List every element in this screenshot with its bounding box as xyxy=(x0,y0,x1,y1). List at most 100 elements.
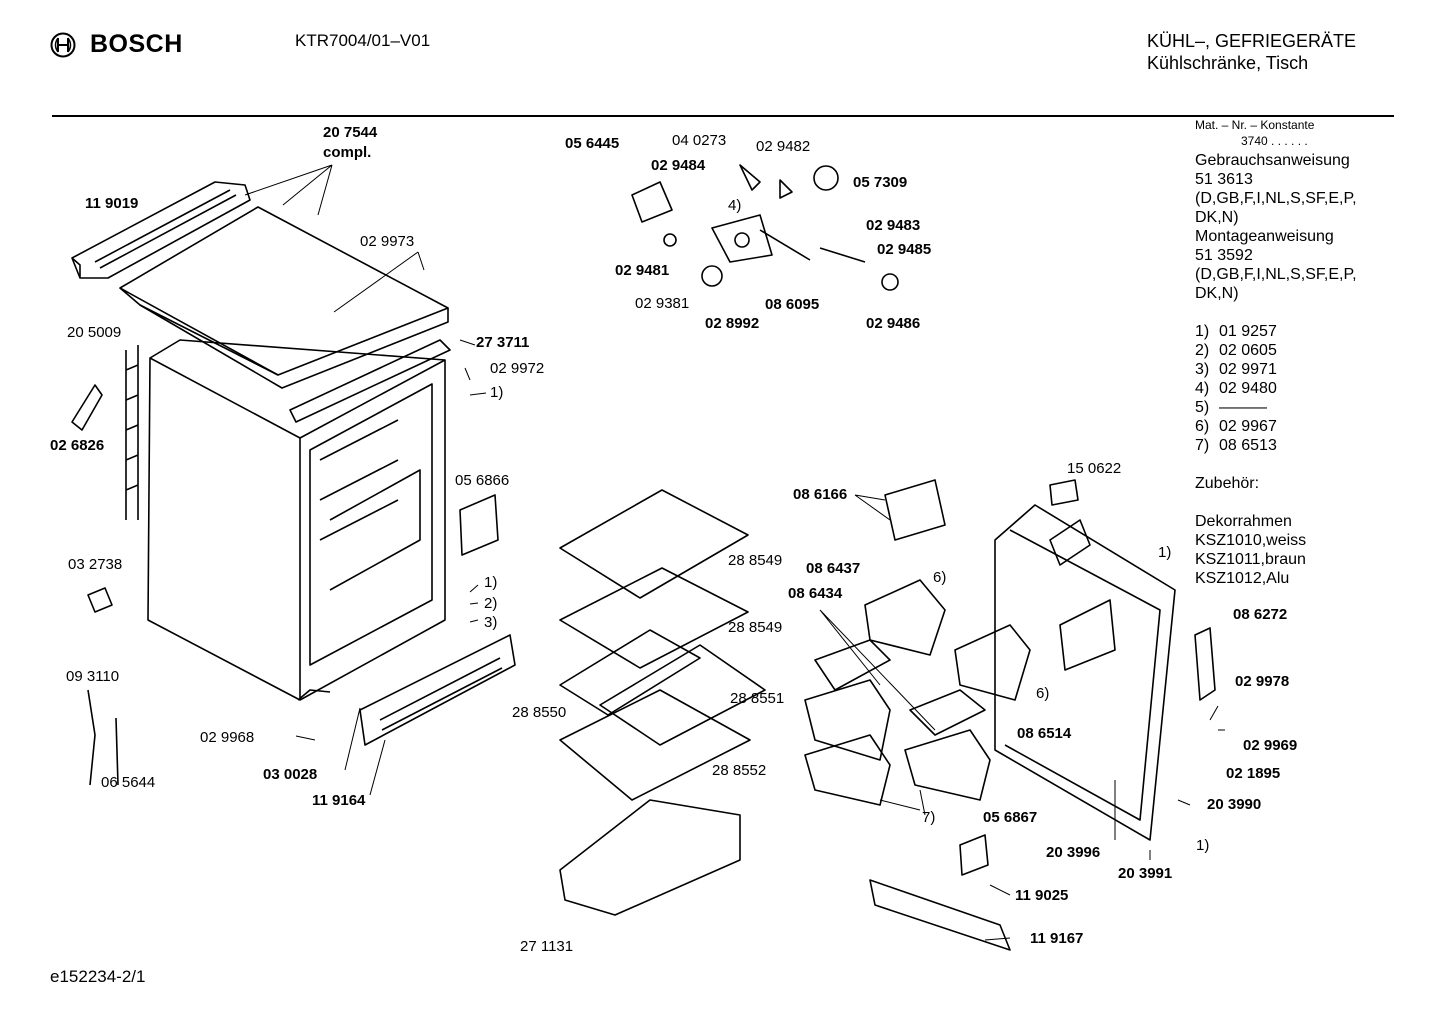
decor-title: Dekorrahmen xyxy=(1195,513,1292,530)
category-line-1: KÜHL–, GEFRIEGERÄTE xyxy=(1147,31,1357,51)
part-label: 08 6272 xyxy=(1233,606,1288,623)
part-label-compl: compl. xyxy=(323,144,372,161)
footnote-marker: 1) xyxy=(1158,544,1172,561)
legend-panel: Mat. – Nr. – Konstante 3740 . . . . . . … xyxy=(1195,118,1425,588)
part-label: 05 6445 xyxy=(565,135,620,152)
footnote-marker: 1) xyxy=(1196,837,1210,854)
shelf-clip xyxy=(959,834,989,876)
part-label: 28 8549 xyxy=(728,552,783,569)
assembly-number: 51 3592 xyxy=(1195,247,1253,264)
footnote-row: 6)02 9967 xyxy=(1195,418,1277,435)
part-label: 02 9969 xyxy=(1243,737,1298,754)
leader-lines xyxy=(244,164,1225,941)
decor-item: KSZ1012,Alu xyxy=(1195,570,1290,587)
top-rail xyxy=(289,339,451,423)
part-label: 08 6437 xyxy=(806,560,861,577)
part-label: 15 0622 xyxy=(1067,460,1122,477)
footnote-marker: 6) xyxy=(933,569,947,586)
part-label: 02 1895 xyxy=(1226,765,1281,782)
hinge-bracket xyxy=(71,384,103,431)
part-label: 02 9973 xyxy=(360,233,415,250)
footnote-row: 7)08 6513 xyxy=(1195,437,1277,454)
part-label: 02 6826 xyxy=(50,437,105,454)
assembly-languages: DK,N) xyxy=(1195,285,1239,302)
manual-languages: (D,GB,F,I,NL,S,SF,E,P, xyxy=(1195,190,1357,207)
door-compartments xyxy=(804,579,1031,806)
part-label: 02 9486 xyxy=(866,315,921,332)
cabinet-body xyxy=(147,339,446,701)
part-label: 20 5009 xyxy=(67,324,122,341)
accessories-title: Zubehör: xyxy=(1195,475,1260,492)
footnote-marker: 3) xyxy=(484,614,498,631)
footnote-marker: 2) xyxy=(484,595,498,612)
part-label: 28 8549 xyxy=(728,619,783,636)
relay-part xyxy=(87,587,113,613)
lamp-cover xyxy=(459,494,499,556)
glass-shelves xyxy=(559,489,766,801)
drawing-code: e152234-2/1 xyxy=(50,967,146,986)
part-label: 02 8992 xyxy=(705,315,760,332)
part-label: 08 6166 xyxy=(793,486,848,503)
header-divider xyxy=(52,115,1394,117)
footnote-row: 4)02 9480 xyxy=(1195,380,1277,397)
part-label: 04 0273 xyxy=(672,132,727,149)
part-label: 02 9483 xyxy=(866,217,921,234)
part-label: 02 9484 xyxy=(651,157,706,174)
condenser-coil xyxy=(125,345,139,520)
brand: BOSCH xyxy=(50,30,183,59)
sensor-cable xyxy=(87,689,96,786)
brand-name: BOSCH xyxy=(90,30,183,58)
part-label: 08 6434 xyxy=(788,585,843,602)
part-label: 08 6514 xyxy=(1017,725,1072,742)
part-label: 05 6867 xyxy=(983,809,1038,826)
footnote-row: 5)——— xyxy=(1195,399,1267,416)
part-label: 28 8550 xyxy=(512,704,567,721)
top-grille xyxy=(71,181,251,279)
part-label: 08 6095 xyxy=(765,296,820,313)
part-label: 20 3990 xyxy=(1207,796,1262,813)
part-label: 28 8552 xyxy=(712,762,767,779)
part-label: 02 9482 xyxy=(756,138,811,155)
part-label: 02 9978 xyxy=(1235,673,1290,690)
model-number: KTR7004/01–V01 xyxy=(295,31,431,50)
door-stopper xyxy=(1049,479,1079,506)
thermostat-assembly xyxy=(631,164,899,291)
part-label: 02 9972 xyxy=(490,360,545,377)
part-label: 20 7544 xyxy=(323,124,378,141)
part-label: 02 9481 xyxy=(615,262,670,279)
footnote-marker: 6) xyxy=(1036,685,1050,702)
footnote-row: 3)02 9971 xyxy=(1195,361,1277,378)
matnr-label: Mat. – Nr. – Konstante xyxy=(1195,118,1315,132)
assembly-title: Montageanweisung xyxy=(1195,228,1334,245)
decor-item: KSZ1010,weiss xyxy=(1195,532,1307,549)
part-label: 06 5644 xyxy=(101,774,156,791)
sensor-tube xyxy=(115,717,119,786)
part-label: 03 2738 xyxy=(68,556,123,573)
part-label: 11 9025 xyxy=(1015,887,1069,904)
footnote-row: 2)02 0605 xyxy=(1195,342,1277,359)
manual-title: Gebrauchsanweisung xyxy=(1195,152,1350,169)
part-label: 02 9485 xyxy=(877,241,932,258)
part-label: 02 9968 xyxy=(200,729,255,746)
footnote-marker: 4) xyxy=(728,197,742,214)
part-label: 05 7309 xyxy=(853,174,908,191)
dairy-box xyxy=(884,479,946,541)
part-label: 02 9381 xyxy=(635,295,690,312)
bosch-logo-icon xyxy=(50,32,76,57)
footnote-marker: 1) xyxy=(490,384,504,401)
footnote-marker: 7) xyxy=(922,809,936,826)
part-label: 20 3996 xyxy=(1046,844,1101,861)
top-cover xyxy=(119,206,449,389)
bottle-shelf xyxy=(869,879,1011,951)
category: KÜHL–, GEFRIEGERÄTE Kühlschränke, Tisch xyxy=(1147,30,1356,74)
part-label: 28 8551 xyxy=(730,690,785,707)
part-label: 11 9019 xyxy=(85,195,139,212)
part-label: 09 3110 xyxy=(66,668,120,685)
matnr-constant: 3740 . . . . . . xyxy=(1241,134,1308,148)
part-label: 11 9164 xyxy=(312,792,366,809)
footnote-marker: 1) xyxy=(484,574,498,591)
assembly-languages: (D,GB,F,I,NL,S,SF,E,P, xyxy=(1195,266,1357,283)
part-label: 27 1131 xyxy=(520,938,574,955)
footnote-row: 1)01 9257 xyxy=(1195,323,1277,340)
bottom-grille xyxy=(359,634,516,746)
